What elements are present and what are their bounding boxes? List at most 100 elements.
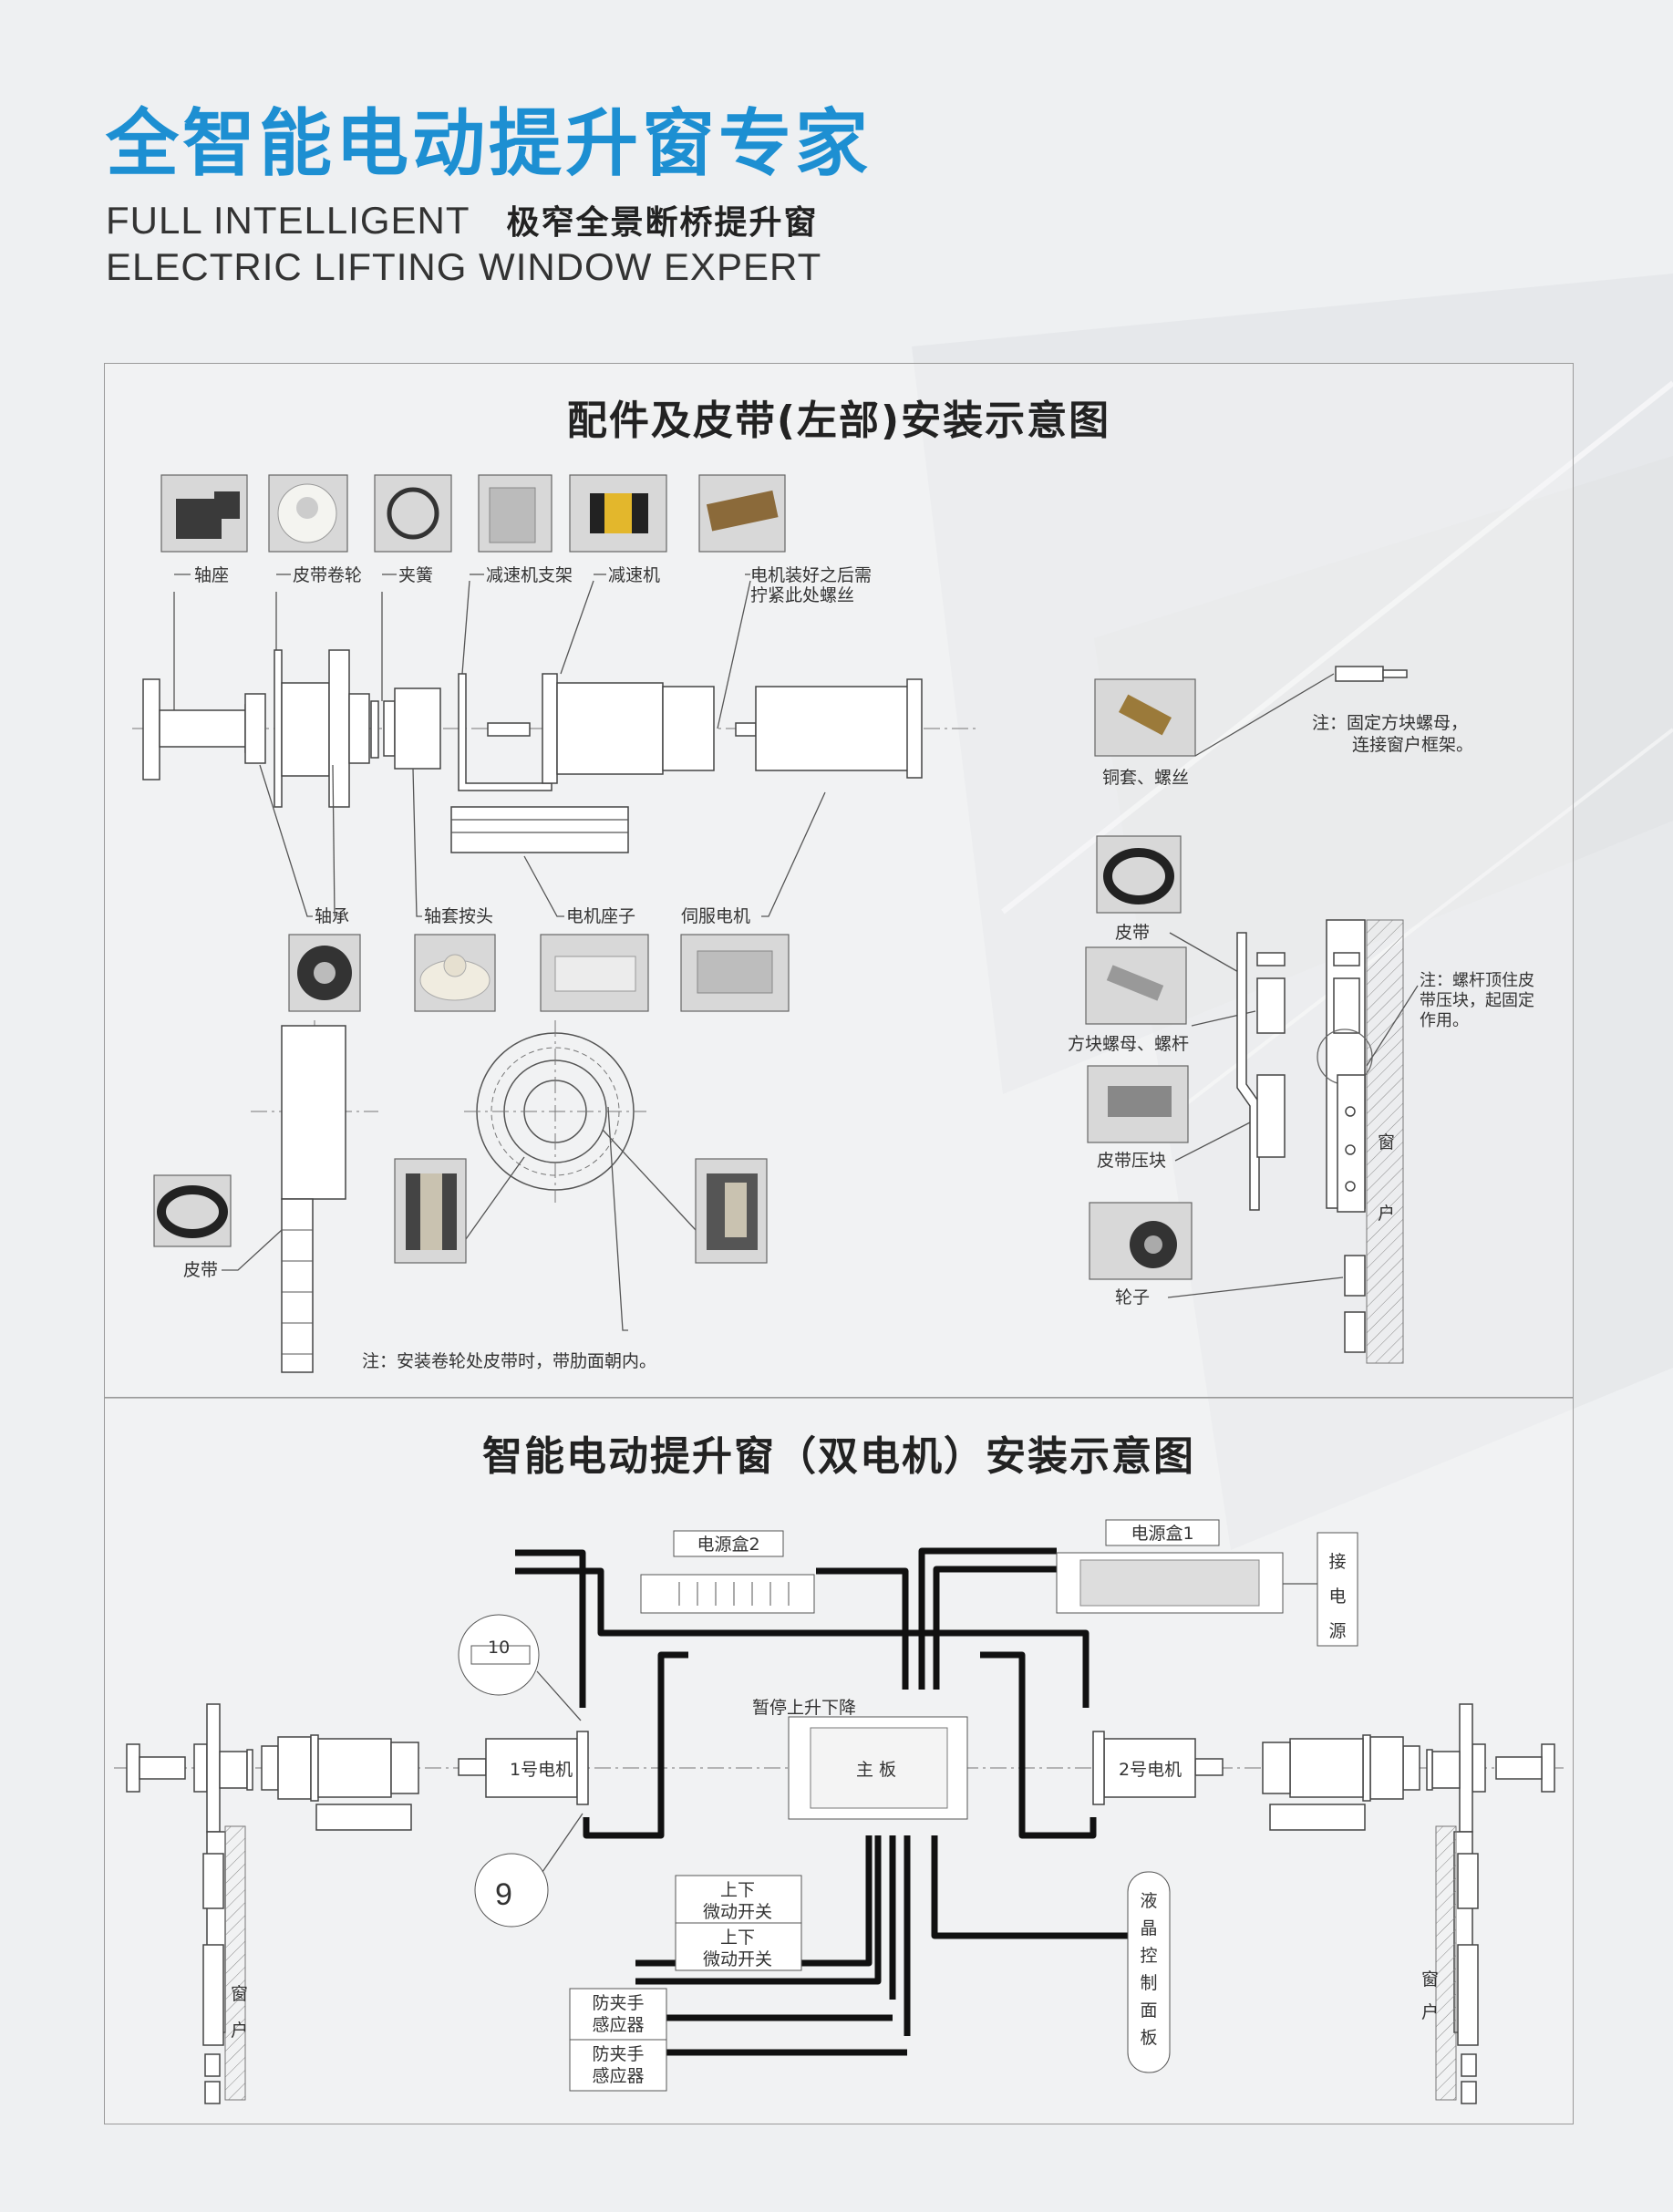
reel-photo-right <box>695 1158 768 1264</box>
motor-2-label: 2号电机 <box>1119 1760 1182 1780</box>
main-board: 暂停上升下降 主 板 <box>752 1698 968 1820</box>
lcd-2: 晶 <box>1140 1918 1157 1938</box>
page-title: 全智能电动提升窗专家 <box>106 101 872 186</box>
lcd-control-panel: 液 晶 控 制 面 板 <box>1127 1871 1171 2073</box>
servo-motor-photo-top <box>698 474 786 553</box>
screw-note-3: 作用。 <box>1420 1011 1469 1030</box>
copper-label: 铜套、螺丝 <box>1102 768 1189 788</box>
label-servo-motor: 伺服电机 <box>681 906 750 926</box>
window-label-2: 户 <box>1378 1204 1395 1224</box>
label-clamp-spring: 夹簧 <box>398 565 433 585</box>
power-box-2-label: 电源盒2 <box>697 1535 759 1555</box>
label-reducer-bracket: 减速机支架 <box>486 565 573 585</box>
power-box-1-label: 电源盒1 <box>1131 1524 1193 1544</box>
reel-belt-drawing: 皮带 注：安装卷轮处皮带时，带肋面朝内。 <box>153 1020 768 1373</box>
label-motor-note-1: 电机装好之后需 <box>750 565 872 585</box>
lcd-6: 板 <box>1140 2028 1157 2048</box>
sleeve-button-photo <box>414 934 496 1012</box>
wheel-photo <box>1089 1202 1193 1280</box>
copper-note-2: 连接窗户框架。 <box>1352 735 1473 755</box>
top-part-photos <box>160 474 786 553</box>
connect-power-1: 接 <box>1328 1552 1346 1572</box>
right-belt-label: 皮带 <box>1115 923 1150 943</box>
window-left-1: 窗 <box>231 1984 248 2004</box>
anti-pinch-1-line2: 感应器 <box>592 2015 644 2035</box>
lcd-5: 面 <box>1140 2000 1157 2021</box>
main-board-label: 主 板 <box>856 1760 896 1780</box>
callout-10: 10 <box>458 1614 582 1721</box>
label-motor-note-2: 拧紧此处螺丝 <box>750 585 854 605</box>
accessory-installation-panel: 配件及皮带(左部)安装示意图 轴座 皮带卷轮 夹簧 减速机支架 <box>104 363 1574 1399</box>
connect-power-3: 源 <box>1328 1621 1346 1641</box>
window-right-1: 窗 <box>1421 1969 1439 1990</box>
clamp-spring-photo <box>374 474 452 553</box>
bottom-part-photos <box>288 934 790 1012</box>
dual-motor-diagram: 电源盒2 电源盒1 接 电 源 10 9 <box>114 1519 1564 2104</box>
square-nut-label: 方块螺母、螺杆 <box>1068 1034 1189 1054</box>
lcd-4: 制 <box>1140 1973 1157 1993</box>
english-title-line2: ELECTRIC LIFTING WINDOW EXPERT <box>106 245 822 288</box>
anti-pinch-2-line1: 防夹手 <box>592 2044 644 2064</box>
belt-clamp-label: 皮带压块 <box>1097 1151 1166 1171</box>
callout-9: 9 <box>474 1813 583 1928</box>
subtitle-cn: 极窄全景断桥提升窗 <box>506 204 819 242</box>
panel2-title: 智能电动提升窗（双电机）安装示意图 <box>482 1433 1195 1480</box>
label-bearing: 轴承 <box>315 906 349 926</box>
shaft-seat-photo <box>160 474 248 553</box>
micro-switch-2: 上下 微动开关 <box>675 1922 802 1971</box>
micro-switch-2-line1: 上下 <box>720 1928 755 1948</box>
accessory-diagram: 轴座 皮带卷轮 夹簧 减速机支架 减速机 电机装好之后需 拧紧此处螺丝 <box>132 474 1534 1373</box>
copper-note-1: 注：固定方块螺母， <box>1312 713 1468 733</box>
label-motor-seat: 电机座子 <box>566 906 635 926</box>
micro-switch-1-line1: 上下 <box>720 1880 755 1900</box>
dual-motor-installation-panel: 智能电动提升窗（双电机）安装示意图 <box>104 1397 1574 2124</box>
belt-label: 皮带 <box>183 1260 218 1280</box>
anti-pinch-1-line1: 防夹手 <box>592 1993 644 2013</box>
label-belt-reel: 皮带卷轮 <box>293 565 362 585</box>
label-sleeve-button: 轴套按头 <box>424 906 493 926</box>
window-left-2: 户 <box>231 2021 248 2041</box>
right-belt-photo <box>1096 835 1182 914</box>
right-side-components: 铜套、螺丝 注：固定方块螺母， 连接窗户框架。 皮带 方块螺母、螺杆 皮带压块 … <box>1068 666 1534 1364</box>
copper-sleeve-photo <box>1094 678 1196 757</box>
wheel-label: 轮子 <box>1115 1287 1150 1308</box>
lcd-3: 控 <box>1140 1946 1157 1966</box>
power-box-2: 电源盒2 <box>640 1530 815 1614</box>
connect-power-2: 电 <box>1328 1587 1346 1607</box>
reducer-bracket-photo <box>478 474 553 553</box>
bottom-part-labels: 轴承 轴套按头 电机座子 伺服电机 <box>259 764 826 926</box>
label-reducer: 减速机 <box>608 565 660 585</box>
left-mechanism: 1号电机 窗 户 <box>126 1703 589 2104</box>
micro-switch-1: 上下 微动开关 <box>675 1875 802 1924</box>
bearing-photo <box>288 934 361 1012</box>
window-right-2: 户 <box>1421 2002 1439 2022</box>
reel-photo-left <box>394 1158 467 1264</box>
screw-note-1: 注：螺杆顶住皮 <box>1420 971 1534 990</box>
micro-switch-2-line2: 微动开关 <box>703 1949 772 1969</box>
reducer-photo <box>569 474 667 553</box>
belt-photo <box>153 1174 232 1247</box>
screw-note-2: 带压块，起固定 <box>1420 991 1534 1010</box>
anti-pinch-sensor-2: 防夹手 感应器 <box>569 2039 667 2092</box>
belt-reel-photo <box>268 474 348 553</box>
anti-pinch-sensor-1: 防夹手 感应器 <box>569 1988 667 2041</box>
right-mechanism: 2号电机 窗 户 <box>1092 1703 1555 2104</box>
wiring-cables <box>515 1547 1128 2056</box>
callout-10-label: 10 <box>488 1638 510 1658</box>
window-label-1: 窗 <box>1378 1132 1395 1153</box>
motor-seat-photo <box>540 934 649 1012</box>
top-part-labels: 轴座 皮带卷轮 夹簧 减速机支架 减速机 电机装好之后需 拧紧此处螺丝 <box>173 565 872 729</box>
label-shaft-seat: 轴座 <box>194 565 229 585</box>
belt-install-note: 注：安装卷轮处皮带时，带肋面朝内。 <box>362 1351 656 1371</box>
lcd-1: 液 <box>1140 1891 1157 1911</box>
exploded-assembly <box>132 649 980 853</box>
micro-switch-1-line2: 微动开关 <box>703 1902 772 1922</box>
square-nut-photo <box>1085 946 1187 1025</box>
panel1-title: 配件及皮带(左部)安装示意图 <box>566 398 1111 444</box>
power-box-1: 电源盒1 接 电 源 <box>1056 1519 1358 1647</box>
motor-1-label: 1号电机 <box>510 1760 573 1780</box>
callout-9-label: 9 <box>495 1877 512 1912</box>
belt-clamp-photo <box>1087 1065 1189 1143</box>
